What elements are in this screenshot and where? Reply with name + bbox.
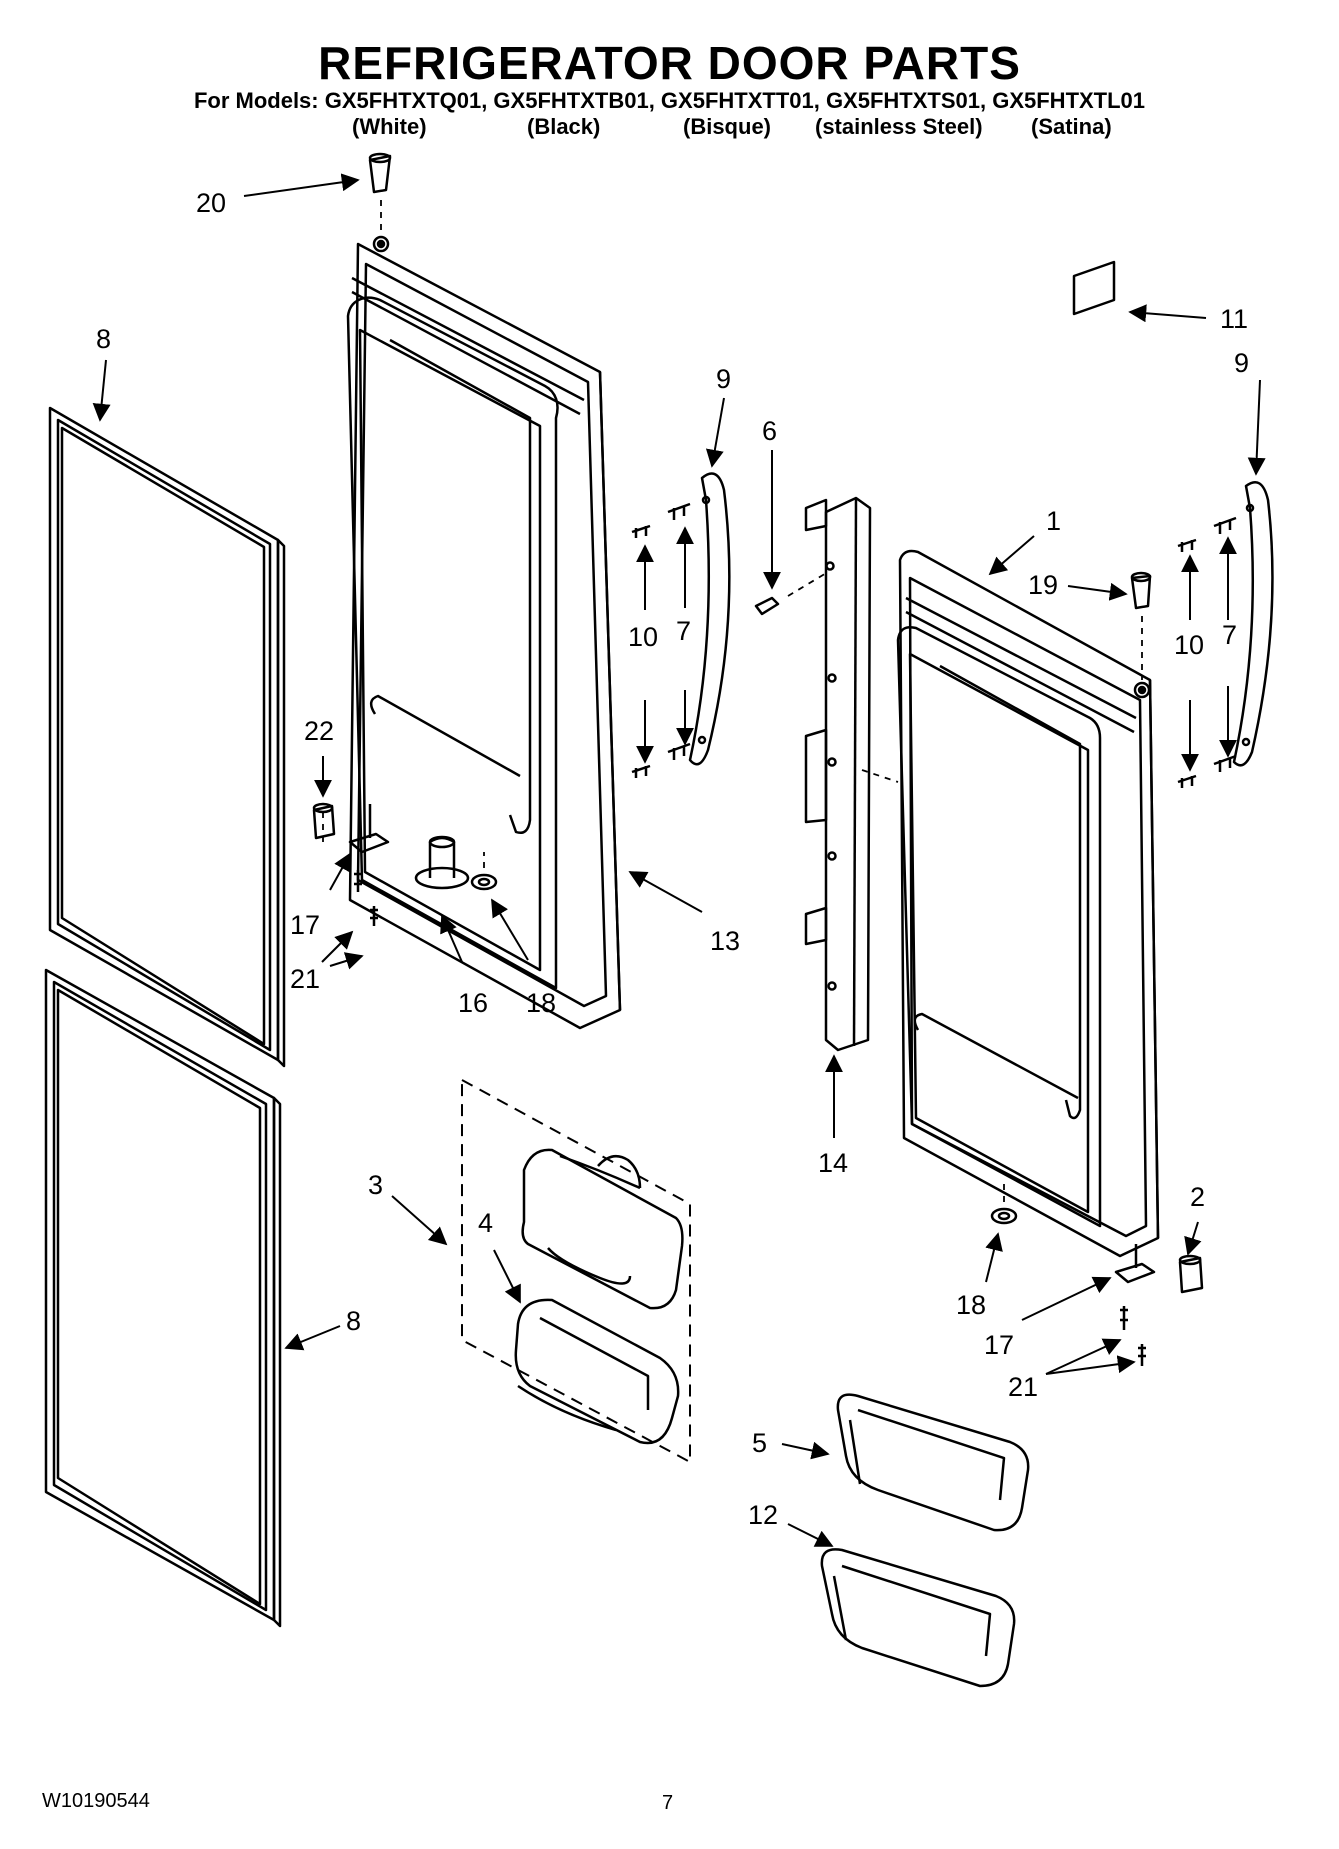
callout-10-left: 10 [628, 622, 658, 652]
door-trim-strip [804, 496, 872, 1052]
hinge-bushing-top [368, 152, 392, 194]
callout-22: 22 [304, 716, 334, 746]
document-number: W10190544 [42, 1790, 150, 1812]
right-door-assembly [896, 549, 1160, 1258]
left-door-assembly [346, 235, 622, 1030]
callout-9-left: 9 [716, 364, 731, 394]
callout-21-right: 21 [1008, 1372, 1038, 1402]
callout-14: 14 [818, 1148, 848, 1178]
callout-4: 4 [478, 1208, 493, 1238]
door-handle-left [688, 472, 731, 766]
callout-21-left: 21 [290, 964, 320, 994]
callout-12: 12 [748, 1500, 778, 1530]
hinge-bushing-right-lower [1178, 1254, 1204, 1294]
door-bin-5 [836, 1393, 1030, 1532]
door-bin-12 [820, 1548, 1016, 1688]
callout-18-right: 18 [956, 1290, 986, 1320]
finish-white: (White) [352, 114, 427, 139]
finish-black: (Black) [527, 114, 601, 139]
hinge-bushing-left-lower [312, 802, 336, 840]
callout-6: 6 [762, 416, 777, 446]
label-card [1072, 260, 1116, 316]
page-number: 7 [662, 1792, 674, 1814]
callout-10-right: 10 [1174, 630, 1204, 660]
washer-right [990, 1207, 1018, 1225]
screws-hinge [354, 870, 1146, 1366]
callout-2: 2 [1190, 1182, 1205, 1212]
callout-8-lower: 8 [346, 1306, 361, 1336]
hinge-cam [414, 835, 470, 890]
finish-satina: (Satina) [1031, 114, 1112, 139]
door-handle-right [1232, 481, 1274, 767]
finish-bisque: (Bisque) [683, 114, 771, 139]
callout-9-right: 9 [1234, 348, 1249, 378]
finish-stainless-steel: (stainless Steel) [815, 114, 983, 139]
callout-7-right: 7 [1222, 620, 1237, 650]
callout-3: 3 [368, 1170, 383, 1200]
callout-5: 5 [752, 1428, 767, 1458]
callout-7-left: 7 [676, 616, 691, 646]
screw-trim [754, 596, 780, 616]
washer-left [470, 873, 498, 891]
callout-18-left: 18 [526, 988, 556, 1018]
screws-right-handle [1177, 516, 1237, 788]
hinge-left [348, 804, 390, 854]
dairy-compartment-assembly [461, 1079, 691, 1463]
callout-11: 11 [1220, 304, 1248, 334]
hinge-right [1114, 1244, 1156, 1284]
page-title: REFRIGERATOR DOOR PARTS [318, 37, 1021, 89]
callout-8-upper: 8 [96, 324, 111, 354]
callout-17-left: 17 [290, 910, 320, 940]
door-gasket-upper [48, 406, 286, 1068]
assembly-guide-lines [322, 200, 1143, 1202]
door-gasket-lower [44, 968, 282, 1628]
callout-leaders [92, 173, 1266, 1547]
callout-13: 13 [710, 926, 740, 956]
callout-1: 1 [1046, 506, 1061, 536]
callout-numbers: 20 8 9 6 11 9 1 19 10 7 10 7 22 17 21 16… [96, 188, 1249, 1530]
callout-16: 16 [458, 988, 488, 1018]
hinge-bushing-right [1130, 571, 1152, 610]
models-line: For Models: GX5FHTXTQ01, GX5FHTXTB01, GX… [193, 88, 1146, 113]
callout-20: 20 [196, 188, 226, 218]
callout-19: 19 [1028, 570, 1058, 600]
callout-17-right: 17 [984, 1330, 1014, 1360]
